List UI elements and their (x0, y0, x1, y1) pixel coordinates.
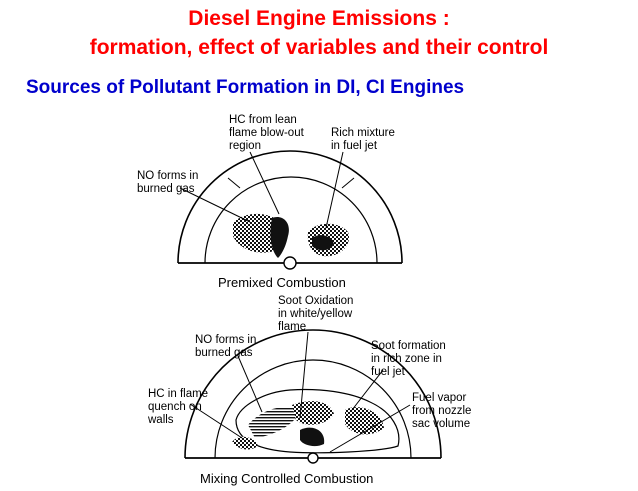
injector-nozzle-2 (307, 452, 319, 464)
slide-subtitle: Sources of Pollutant Formation in DI, CI… (26, 77, 465, 98)
caption-mixing-controlled-combustion: Mixing Controlled Combustion (200, 471, 374, 486)
premixed-combustion-chamber (177, 150, 403, 270)
title-line-1: Diesel Engine Emissions : (188, 7, 450, 30)
mixing-controlled-chamber (184, 329, 442, 464)
label-soot-oxidation: Soot Oxidation in white/yellow flame (278, 295, 354, 333)
label-hc-lean-flame: HC from lean flame blow-out region (229, 114, 304, 152)
injector-nozzle (283, 256, 297, 270)
caption-premixed-combustion: Premixed Combustion (218, 275, 346, 290)
title-line-2: formation, effect of variables and their… (89, 36, 549, 59)
lean-flame-region (270, 216, 289, 258)
label-no-forms-top: NO forms in burned gas (137, 170, 199, 195)
label-soot-formation: Soot formation in rich zone in fuel jet (371, 340, 446, 378)
label-hc-quench: HC in flame quench on walls (148, 388, 209, 426)
label-rich-mixture: Rich mixture in fuel jet (331, 127, 395, 152)
label-no-forms-bottom: NO forms in burned gas (195, 334, 257, 359)
label-fuel-vapor: Fuel vapor from nozzle sac volume (412, 392, 472, 430)
